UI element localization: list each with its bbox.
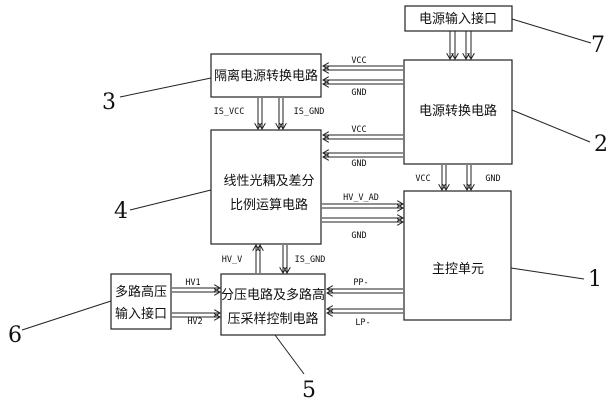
power-input-interface-block: 电源输入接口 <box>404 5 513 32</box>
label-is-gnd: IS_GND <box>294 107 325 117</box>
hv-input-label-line1: 多路高压 <box>115 284 167 300</box>
callout-7: 7 <box>591 33 605 58</box>
label-gnd-main: GND <box>485 174 500 184</box>
leader-7 <box>511 18 592 44</box>
leader-3 <box>119 77 212 98</box>
label-gnd-opto-main: GND <box>351 231 366 241</box>
multi-hv-input-interface-block: 多路高压 输入接口 <box>110 273 172 330</box>
label-vcc-main: VCC <box>415 174 430 184</box>
leader-6 <box>21 300 112 331</box>
label-vcc-mid: VCC <box>351 125 366 135</box>
label-vcc-top: VCC <box>351 56 366 66</box>
divider-label-line2: 压采样控制电路 <box>227 311 318 327</box>
label-pp: PP- <box>353 278 368 288</box>
optocoupler-differential-block: 线性光耦及差分 比例运算电路 <box>210 129 322 245</box>
callout-3: 3 <box>102 90 116 115</box>
leader-5 <box>274 334 305 375</box>
main-control-unit-block: 主控单元 <box>403 190 512 321</box>
label-hv-v: HV_V <box>222 255 242 265</box>
label-hv2: HV2 <box>187 317 202 327</box>
hv-input-label-line2: 输入接口 <box>115 306 167 322</box>
optocoupler-label-line1: 线性光耦及差分 <box>223 174 314 189</box>
divider-label-line1: 分压电路及多路高 <box>221 287 325 303</box>
leader-2 <box>511 109 591 143</box>
label-is-vcc: IS_VCC <box>214 107 245 117</box>
callout-4: 4 <box>114 199 128 224</box>
leader-4 <box>129 189 212 211</box>
optocoupler-label-line2: 比例运算电路 <box>230 197 308 213</box>
leader-1 <box>510 267 585 280</box>
label-gnd-top: GND <box>351 88 366 98</box>
label-gnd-mid: GND <box>351 159 366 169</box>
label-hv-v-ad: HV_V_AD <box>343 193 379 203</box>
label-lp: LP- <box>355 318 370 328</box>
voltage-divider-sampling-block: 分压电路及多路高 压采样控制电路 <box>220 273 326 336</box>
callout-5: 5 <box>302 378 316 403</box>
callout-1: 1 <box>588 267 602 292</box>
isolated-power-label: 隔离电源转换电路 <box>214 68 318 84</box>
callout-2: 2 <box>594 132 608 157</box>
isolated-power-conversion-block: 隔离电源转换电路 <box>210 53 322 98</box>
label-is-gnd-lower: IS_GND <box>295 255 326 265</box>
label-hv1: HV1 <box>185 278 200 288</box>
main-control-label: 主控单元 <box>432 262 484 277</box>
power-input-label: 电源输入接口 <box>419 11 497 27</box>
power-conversion-label: 电源转换电路 <box>419 103 497 119</box>
power-conversion-block: 电源转换电路 <box>403 59 513 165</box>
callout-6: 6 <box>8 323 22 348</box>
